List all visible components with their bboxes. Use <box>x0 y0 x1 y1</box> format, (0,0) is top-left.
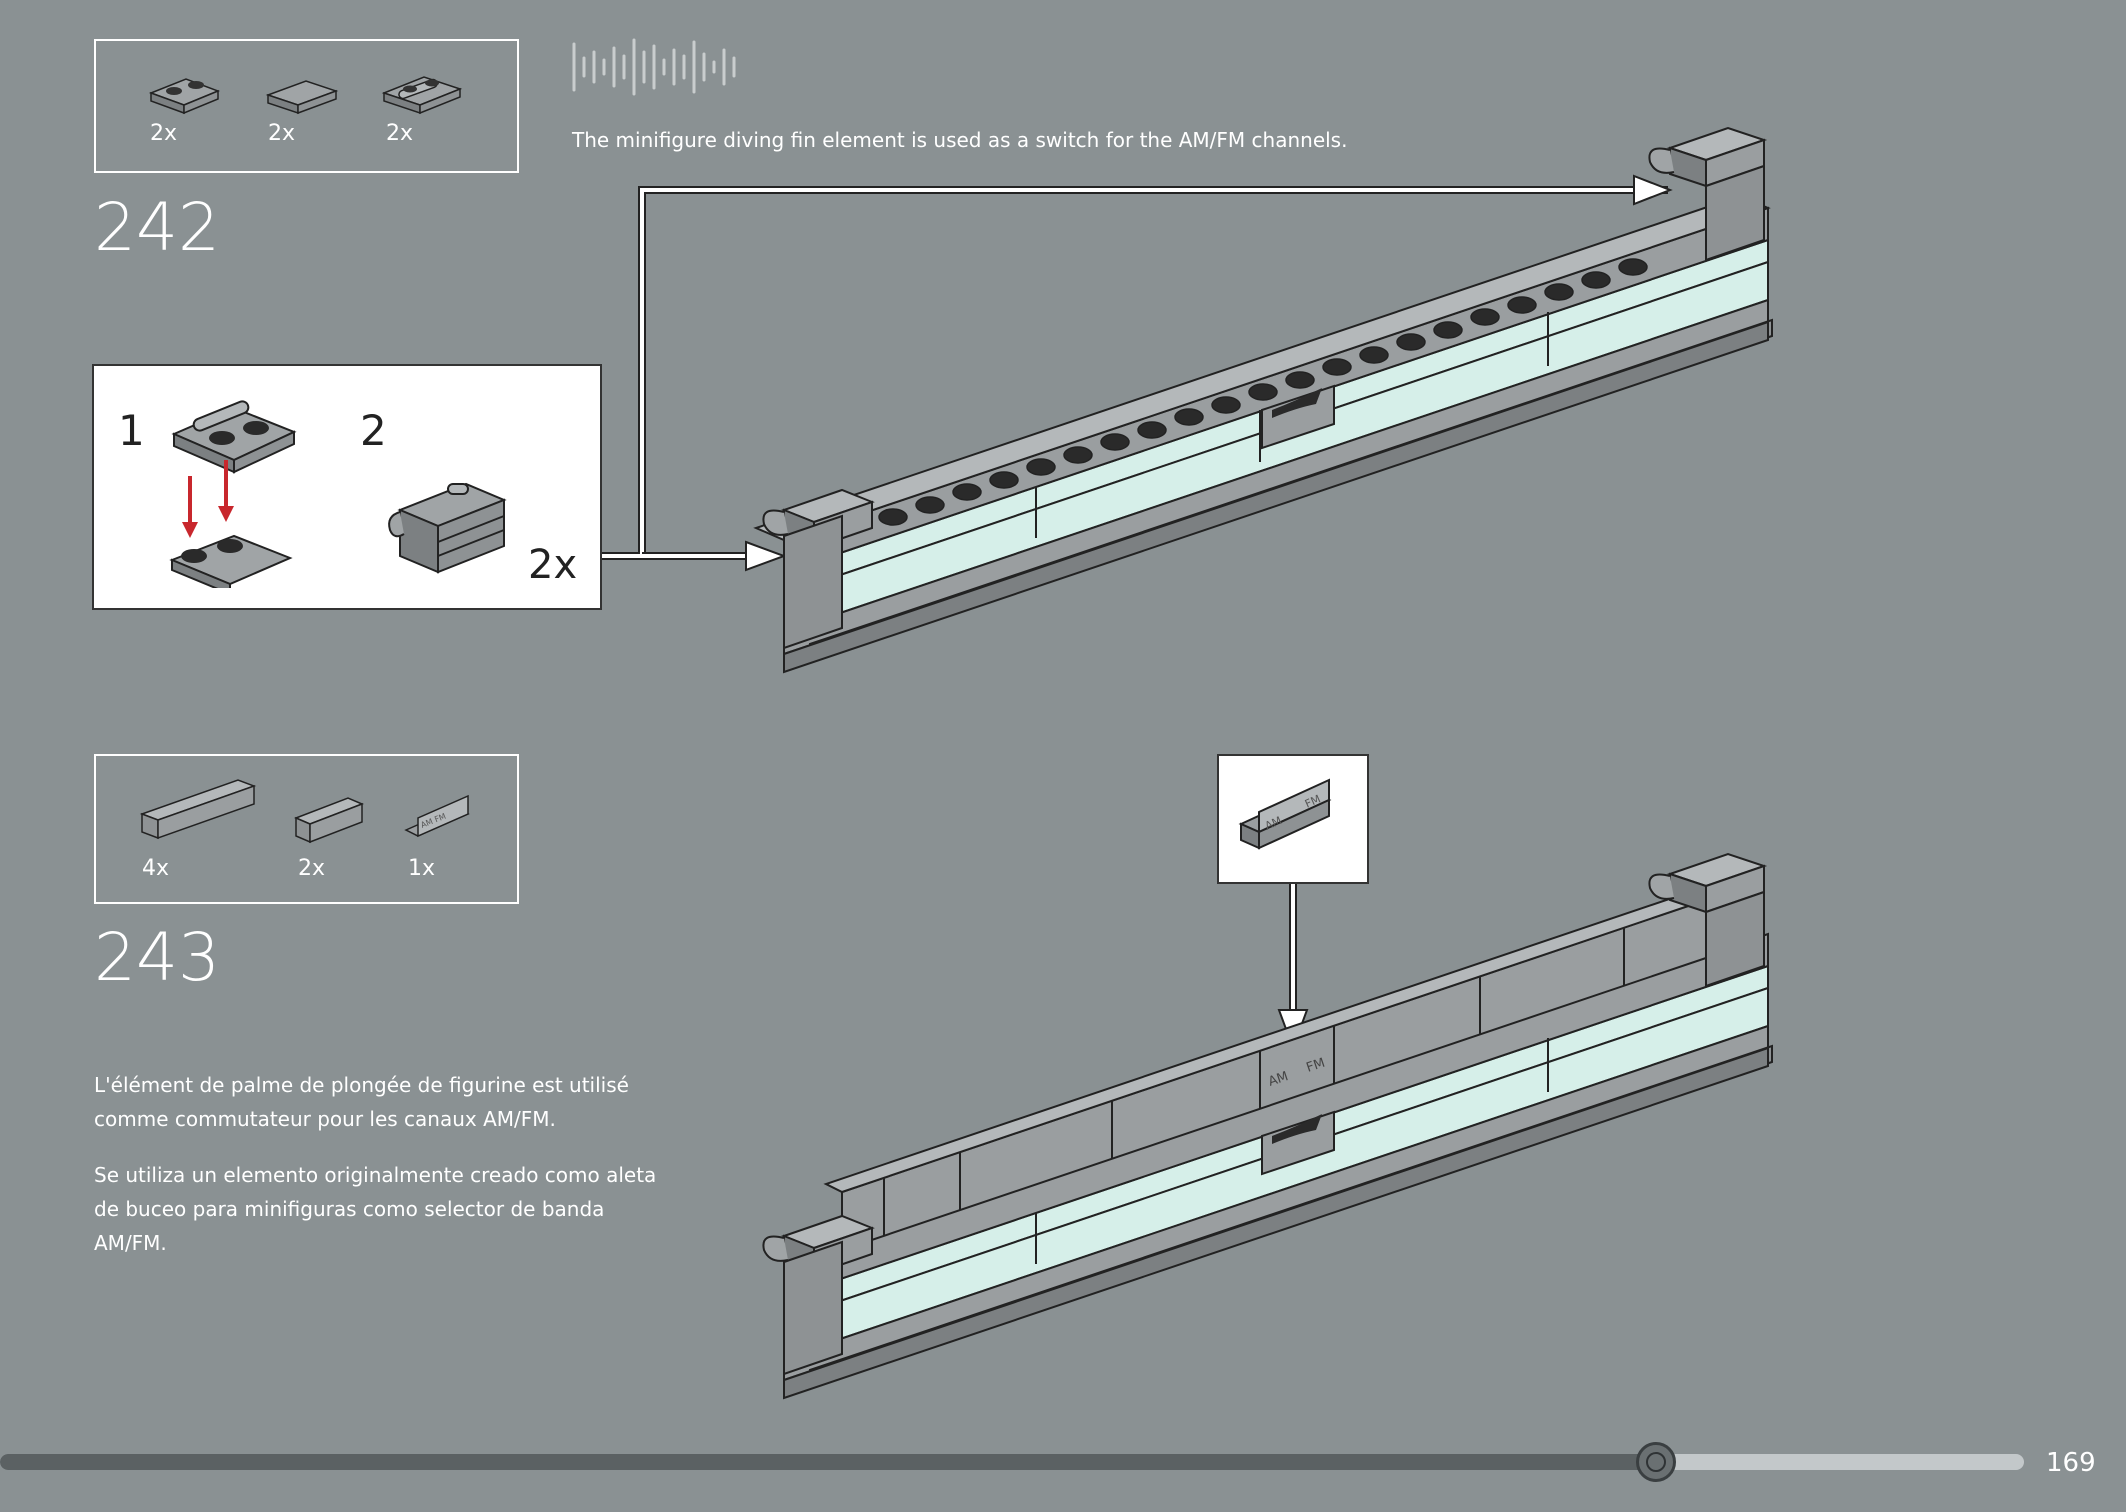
note-english: The minifigure diving fin element is use… <box>572 128 1348 152</box>
print-fm-label: FM <box>1303 792 1323 810</box>
part-count: 2x <box>150 121 178 146</box>
step-number: 243 <box>94 919 220 996</box>
progress-knob[interactable] <box>1636 1442 1676 1482</box>
step-number: 242 <box>94 189 220 266</box>
parts-box-242: 2x 2x 2x <box>94 39 519 173</box>
part-count: 2x <box>268 121 296 146</box>
audio-wave-icon <box>572 38 736 96</box>
page-progress-fill <box>0 1454 1656 1470</box>
substep-assembly-illustration <box>169 400 297 588</box>
hinge-plate-icon <box>381 76 463 115</box>
model-step-242 <box>753 126 1773 674</box>
printed-panel-am-fm-illustration: AM FM <box>1238 778 1332 850</box>
model-print-am-label: AM <box>1266 1069 1290 1090</box>
connector-arrows-242 <box>602 174 1673 572</box>
note-spanish: Se utiliza un elemento originalmente cre… <box>94 1163 657 1255</box>
part-callout-box: AM FM <box>1217 754 1369 884</box>
tile-1x2-icon <box>265 80 339 115</box>
part-count: 2x <box>298 856 326 881</box>
model-print-fm-label: FM <box>1304 1056 1327 1076</box>
model-step-243: AM FM <box>762 852 1773 1400</box>
page-progress-bar[interactable] <box>0 1454 2024 1470</box>
substep-box-242: 1 2 2x <box>92 364 602 610</box>
part-count: 2x <box>386 121 414 146</box>
panel-1x4-icon <box>139 779 257 840</box>
parts-box-243: 4x 2x AM FM 1x <box>94 754 519 904</box>
print-am-label: AM <box>1263 814 1284 833</box>
page-number: 169 <box>2046 1448 2096 1478</box>
substep-label-2: 2 <box>360 406 387 455</box>
printed-panel-am-fm-icon: AM FM <box>404 794 470 838</box>
substep-result-illustration <box>388 482 507 574</box>
note-french: L'élément de palme de plongée de figurin… <box>94 1073 629 1131</box>
part-count: 1x <box>408 856 436 881</box>
part-count: 4x <box>142 856 170 881</box>
substep-label-1: 1 <box>118 406 145 455</box>
substep-multiplier: 2x <box>528 542 578 588</box>
panel-1x2-icon <box>294 797 364 844</box>
plate-2x2-modified-icon <box>148 78 221 115</box>
